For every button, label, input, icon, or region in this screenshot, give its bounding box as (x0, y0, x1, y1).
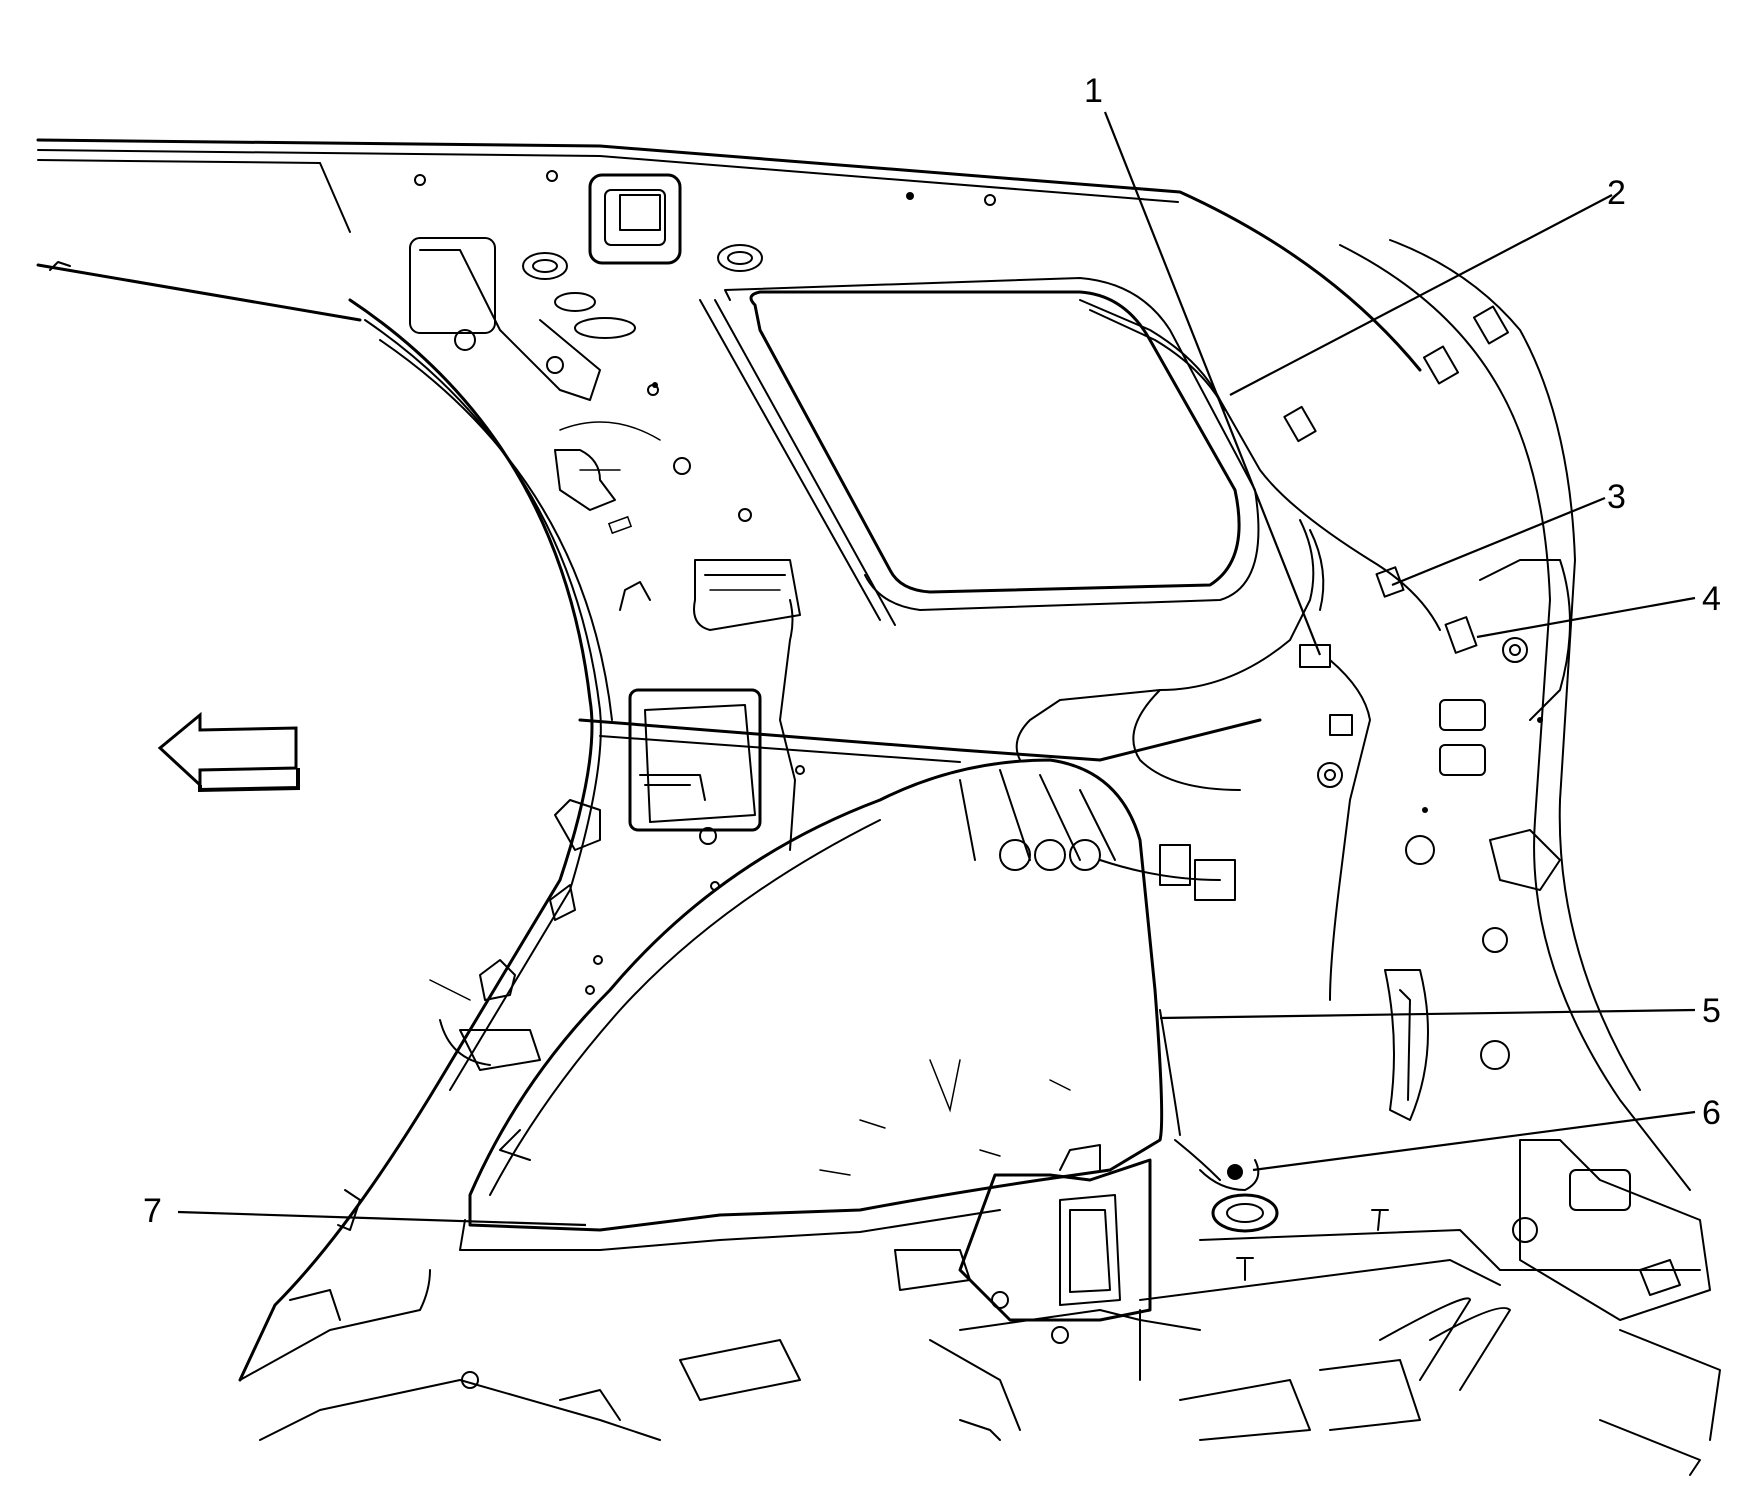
callout-7: 7 (143, 1192, 162, 1230)
leader-1 (1103, 111, 1322, 656)
upper-inner-panel (319, 162, 996, 851)
roof-rail (36, 138, 1422, 372)
lower-quarter-panel (337, 688, 1262, 1231)
callout-5: 5 (1702, 992, 1721, 1030)
leader-7 (177, 1210, 587, 1227)
leader-2 (1229, 194, 1613, 396)
leader-6 (1252, 1110, 1696, 1172)
rear-door-opening (238, 298, 613, 1382)
wiring-harness (1015, 299, 1510, 1281)
callout-4: 4 (1702, 580, 1721, 618)
rear-body-panel (1339, 239, 1691, 1191)
leader-4 (1476, 596, 1696, 639)
wheelhouse-liner (459, 758, 1164, 1251)
left-arrow-icon (157, 711, 300, 793)
trim-bracket (958, 1144, 1152, 1322)
quarter-window-opening (699, 277, 1260, 626)
callout-6: 6 (1702, 1094, 1721, 1132)
callout-3: 3 (1607, 478, 1626, 516)
leader-3 (1391, 496, 1606, 587)
callout-2: 2 (1607, 174, 1626, 212)
callout-labels: 1 2 3 4 5 6 7 (143, 72, 1721, 1230)
leader-5 (1159, 1008, 1696, 1020)
leader-lines (177, 111, 1696, 1227)
callout-1: 1 (1084, 72, 1103, 110)
